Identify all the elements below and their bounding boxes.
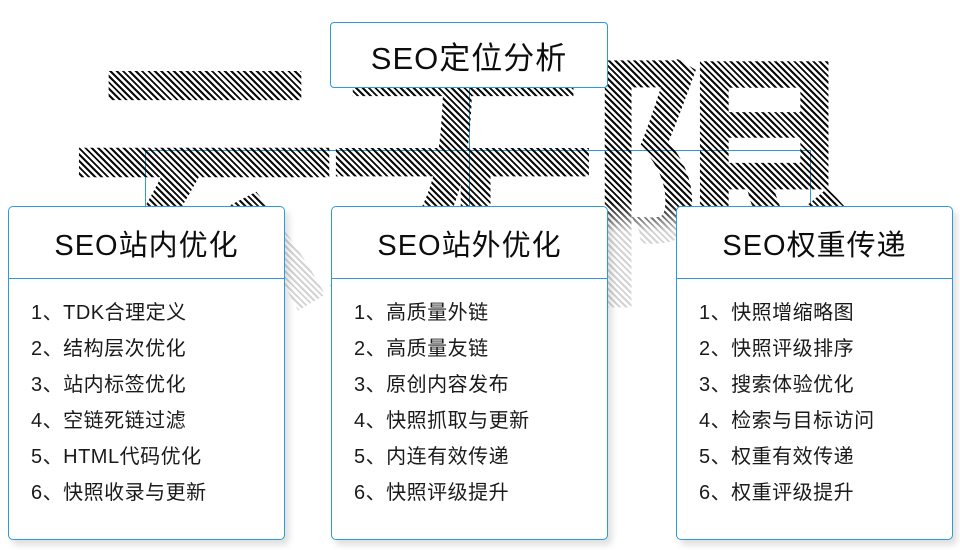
connector-line-middle-vertical	[469, 150, 470, 207]
list-item: 2、快照评级排序	[699, 338, 855, 360]
column-onsite-list: 1、TDK合理定义 2、结构层次优化 3、站内标签优化 4、空链死链过滤 5、H…	[9, 279, 284, 511]
list-item: 5、内连有效传递	[354, 446, 510, 468]
column-offsite-header: SEO站外优化	[332, 207, 607, 279]
column-weight-transfer: SEO权重传递 1、快照增缩略图 2、快照评级排序 3、搜索体验优化 4、检索与…	[676, 206, 953, 540]
column-onsite-title: SEO站内优化	[54, 229, 239, 262]
column-offsite-list: 1、高质量外链 2、高质量友链 3、原创内容发布 4、快照抓取与更新 5、内连有…	[332, 279, 607, 511]
list-item: 3、原创内容发布	[354, 374, 510, 396]
column-weight-header: SEO权重传递	[677, 207, 952, 279]
connector-line-horizontal	[145, 150, 811, 151]
list-item: 6、快照评级提升	[354, 482, 510, 504]
list-item: 3、搜索体验优化	[699, 374, 855, 396]
list-item: 3、站内标签优化	[31, 374, 187, 396]
root-node-seo-positioning: SEO定位分析	[330, 22, 608, 88]
connector-line-top-vertical	[469, 88, 470, 150]
column-weight-title: SEO权重传递	[722, 229, 907, 262]
list-item: 2、结构层次优化	[31, 338, 187, 360]
column-offsite-optimization: SEO站外优化 1、高质量外链 2、高质量友链 3、原创内容发布 4、快照抓取与…	[331, 206, 608, 540]
column-weight-list: 1、快照增缩略图 2、快照评级排序 3、搜索体验优化 4、检索与目标访问 5、权…	[677, 279, 952, 511]
column-onsite-optimization: SEO站内优化 1、TDK合理定义 2、结构层次优化 3、站内标签优化 4、空链…	[8, 206, 285, 540]
list-item: 1、快照增缩略图	[699, 302, 855, 324]
list-item: 1、TDK合理定义	[31, 302, 187, 324]
list-item: 6、快照收录与更新	[31, 482, 207, 504]
column-onsite-header: SEO站内优化	[9, 207, 284, 279]
connector-line-left-vertical	[145, 150, 146, 207]
list-item: 4、空链死链过滤	[31, 410, 187, 432]
list-item: 6、权重评级提升	[699, 482, 855, 504]
list-item: 5、权重有效传递	[699, 446, 855, 468]
list-item: 5、HTML代码优化	[31, 446, 202, 468]
list-item: 1、高质量外链	[354, 302, 489, 324]
root-node-title: SEO定位分析	[370, 40, 568, 76]
column-offsite-title: SEO站外优化	[377, 229, 562, 262]
connector-line-right-vertical	[810, 150, 811, 207]
list-item: 2、高质量友链	[354, 338, 489, 360]
list-item: 4、快照抓取与更新	[354, 410, 530, 432]
list-item: 4、检索与目标访问	[699, 410, 875, 432]
